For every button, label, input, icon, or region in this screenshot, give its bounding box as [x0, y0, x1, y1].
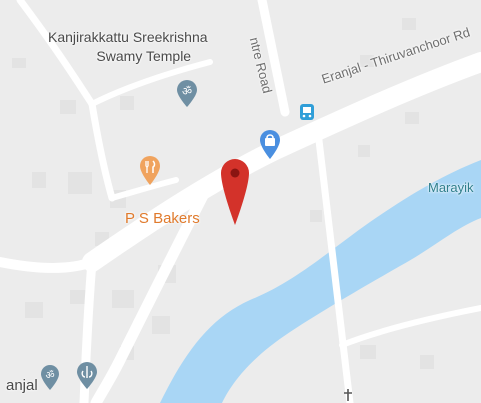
fork-knife-icon[interactable] — [139, 156, 161, 186]
svg-text:ॐ: ॐ — [45, 370, 54, 382]
bus-icon[interactable] — [300, 104, 314, 120]
water-label: Marayik — [428, 180, 474, 195]
road-centre — [257, 0, 290, 117]
om-temple-icon-bottom[interactable]: ॐ — [40, 365, 60, 391]
temple-label-line1: Kanjirakkattu Sreekrishna — [48, 29, 208, 45]
place-left-label[interactable]: anjal — [6, 377, 38, 394]
sikh-khanda-icon[interactable] — [76, 362, 98, 390]
cross-icon[interactable] — [342, 388, 354, 402]
om-temple-icon[interactable]: ॐ — [176, 80, 198, 108]
bakers-label[interactable]: P S Bakers — [125, 210, 200, 227]
river-water — [160, 160, 481, 403]
shopping-bag-icon[interactable] — [259, 130, 281, 160]
red-location-pin-icon[interactable] — [220, 158, 250, 226]
svg-text:ॐ: ॐ — [182, 85, 192, 98]
temple-label-line2: Swamy Temple — [96, 48, 192, 64]
temple-label[interactable]: Kanjirakkattu Sreekrishna Swamy Temple — [48, 28, 208, 66]
